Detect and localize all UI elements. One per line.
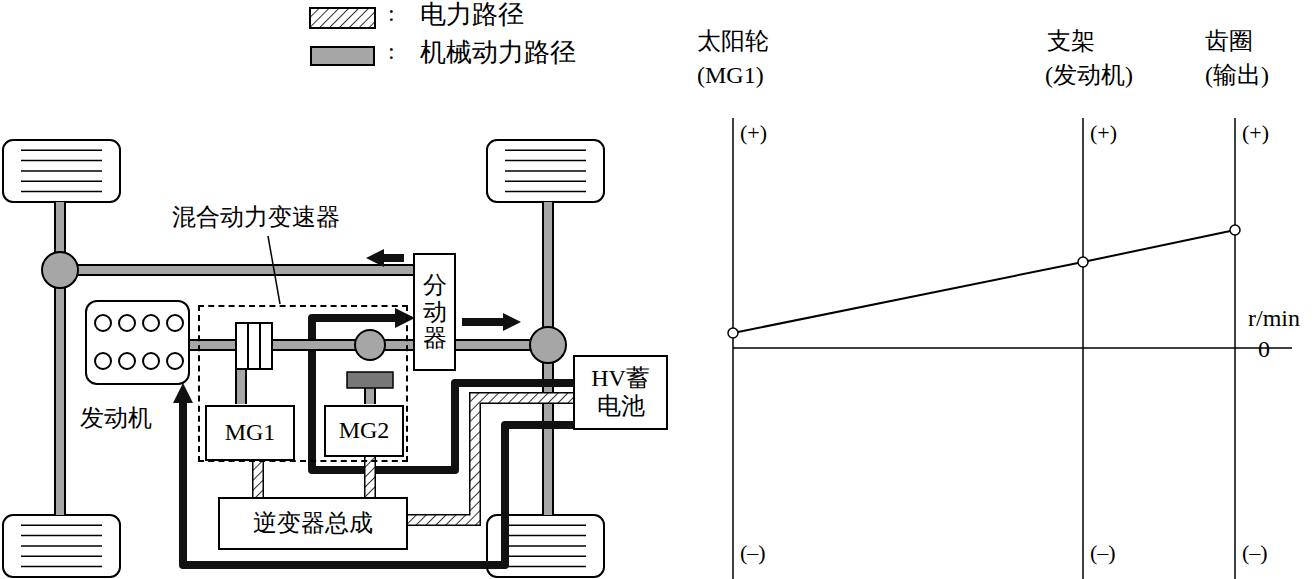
sign-mark: (+) [740, 120, 767, 145]
arrow-line [183, 403, 573, 565]
node-label: MG1 [225, 419, 276, 447]
sign-mark: (–) [1090, 540, 1116, 565]
legend-swatch [310, 46, 375, 66]
wheels [3, 140, 604, 577]
engine-cylinders [95, 315, 183, 369]
legend-colon: : [388, 0, 395, 28]
mg2-gear [355, 330, 385, 360]
motor-box: MG1 [205, 405, 295, 461]
sign-mark: (–) [740, 540, 766, 565]
axis-name: (发动机) [1045, 62, 1133, 90]
sign-mark: (+) [1242, 120, 1269, 145]
wire-hatch [408, 398, 573, 520]
sign-mark: (–) [1242, 540, 1268, 565]
zero-label: 0 [1258, 336, 1270, 364]
wire-hatch [254, 461, 263, 497]
axis-name: 太阳轮 [697, 28, 769, 56]
legend-hatch-swatch [310, 8, 375, 28]
wire-outline [252, 461, 264, 497]
wire-outline [364, 457, 376, 497]
front-differential [42, 252, 78, 288]
node-heading: 混合动力变速器 [172, 204, 340, 232]
transmission-box: 混合动力变速器MG1MG2 [198, 305, 408, 462]
motor-box: MG2 [324, 405, 404, 457]
axis-name: (MG1) [697, 62, 764, 90]
planetary-gear [236, 323, 272, 369]
node-label: 分动器 [423, 272, 447, 351]
axis-name: 齿圈 [1205, 28, 1253, 56]
rear-differential [530, 327, 566, 363]
unit-label: r/min [1248, 305, 1300, 333]
legend-text: 电力路径 [420, 0, 524, 30]
transfer-box: 分动器 [413, 253, 456, 371]
engine-block: 发动机 [85, 300, 190, 385]
node-heading: 发动机 [80, 405, 152, 433]
node-label: 逆变器总成 [253, 510, 373, 538]
legend-colon: : [388, 38, 395, 66]
node-label: HV蓄 电池 [581, 365, 660, 420]
nomograph [728, 118, 1292, 579]
axis-name: (输出) [1205, 62, 1269, 90]
axis-name: 支架 [1047, 28, 1095, 56]
leader-line [268, 236, 280, 304]
electric-path [408, 398, 573, 520]
legend-text: 机械动力路径 [420, 38, 576, 68]
sign-mark: (+) [1090, 120, 1117, 145]
wire-outline [408, 398, 573, 520]
electric-path [370, 457, 371, 497]
power-flow-arrow [183, 403, 573, 565]
wire-hatch [366, 457, 375, 497]
inverter-box: 逆变器总成 [218, 497, 408, 550]
electric-path [258, 461, 259, 497]
mg2-reduction [347, 372, 393, 388]
node-label: MG2 [339, 417, 390, 445]
battery-box: HV蓄 电池 [573, 355, 668, 430]
